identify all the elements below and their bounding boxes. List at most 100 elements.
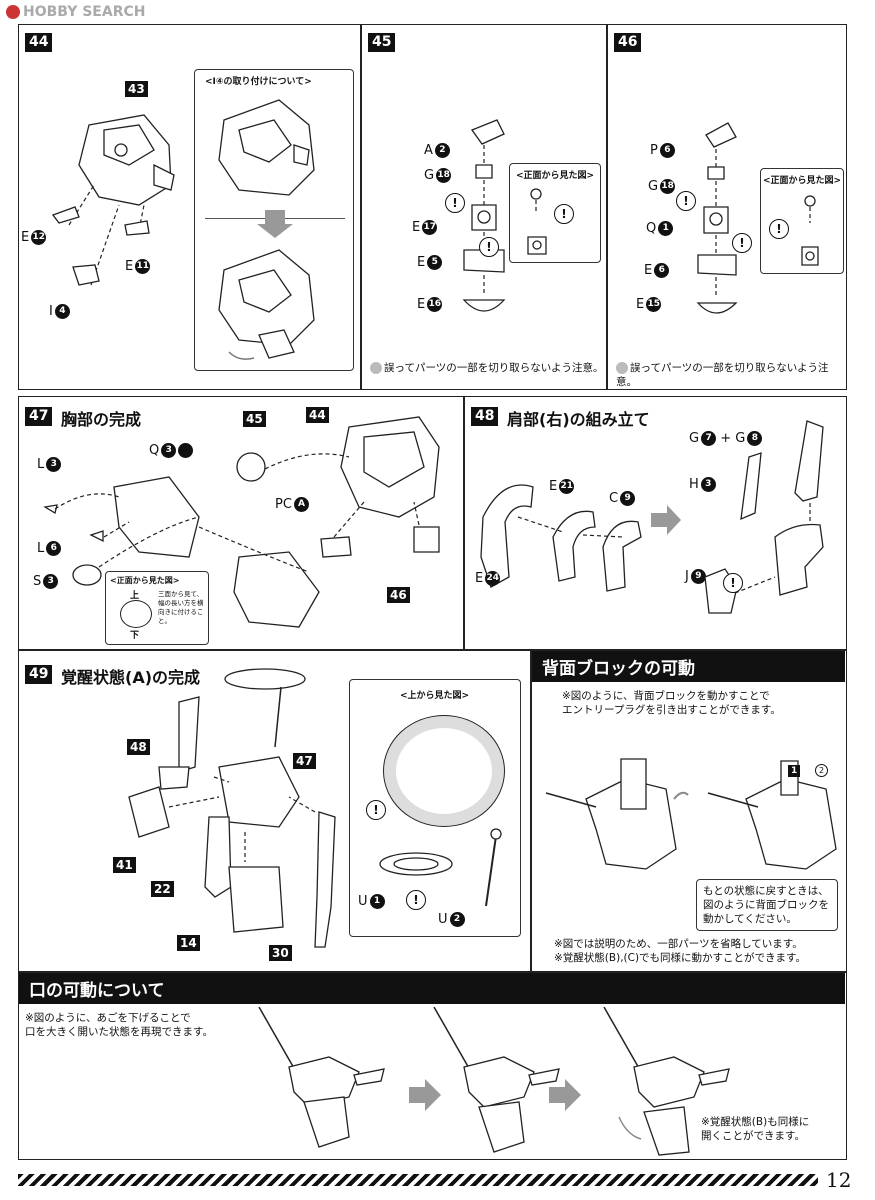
step-49-panel: 49 覚醒状態(A)の完成 48 47 41 22 14 30 <上から見た図>… [18, 650, 531, 972]
step-number: 45 [368, 33, 396, 52]
step-title: 胸部の完成 [61, 410, 142, 429]
step-number: 44 [25, 33, 53, 52]
part-ref-14: 14 [177, 935, 200, 951]
back-block-panel: 背面ブロックの可動 ※図のように、背面ブロックを動かすことで エントリープラグを… [531, 650, 847, 972]
warning-icon: ! [554, 204, 574, 224]
inset-title: <正面から見た図> [516, 171, 595, 181]
step-badge-1: 1 [788, 765, 801, 777]
section-description: ※図のように、あごを下げることで 口を大きく開いた状態を再現できます。 [25, 1012, 213, 1038]
section-banner: 口の可動について [19, 973, 845, 1004]
right-arrow-icon [651, 505, 681, 535]
halo-ring-parts [379, 828, 502, 907]
part-ref-43: 43 [125, 81, 148, 97]
warning-icon: ! [723, 573, 743, 593]
halo-ring-top-view [383, 715, 505, 827]
section-banner: 背面ブロックの可動 [532, 651, 845, 682]
callout-text: もとの状態に戻すときは、 図のように背面ブロックを 動かしてください。 [703, 885, 829, 925]
inset-title: <I④の取り付けについて> [205, 77, 312, 87]
ellipse-shape [120, 600, 152, 628]
step-title: 肩部(右)の組み立て [507, 410, 650, 429]
awakened-mode-assembly-illustration [128, 668, 336, 948]
part-ref-44: 44 [306, 407, 329, 423]
mouth-note: ※覚醒状態(B)も同様に 開くことができます。 [701, 1116, 810, 1142]
warning-icon: ! [769, 219, 789, 239]
down-arrow-icon [257, 210, 293, 238]
shoulder-parts-illustration [480, 484, 642, 592]
front-view-inset: <正面から見た図> 上 下 三面から見て、幅の長い方を横向きに付けること。 [105, 571, 209, 645]
page-number: 12 [826, 1168, 852, 1192]
label-up: 上 [130, 591, 140, 601]
part-ref-41: 41 [113, 857, 136, 873]
footer-hatch-bar [18, 1174, 818, 1186]
inset-title: <正面から見た図> [110, 576, 180, 585]
step-number: 46 [614, 33, 642, 52]
warning-icon: ! [445, 193, 465, 213]
part-ref-45: 45 [243, 411, 266, 427]
shoulder-armor-illustration [704, 420, 824, 614]
arm-joint-stack [696, 122, 738, 314]
section-description: ※図のように、背面ブロックを動かすことで エントリープラグを引き出すことができま… [562, 690, 781, 716]
front-view-inset: <正面から見た図> ! [760, 168, 844, 274]
part-ref-22: 22 [151, 881, 174, 897]
head-part-illustration [78, 114, 175, 206]
caution-note: 誤ってパーツの一部を切り取らないよう注意。 [616, 362, 829, 388]
footnote-2: ※覚醒状態(B),(C)でも同様に動かすことができます。 [554, 952, 807, 964]
back-block-illustration [545, 758, 837, 870]
warning-icon: ! [479, 237, 499, 257]
mouth-panel: 口の可動について ※図のように、あごを下げることで 口を大きく開いた状態を再現で… [18, 972, 847, 1160]
warning-icon: ! [676, 191, 696, 211]
inset-head-after [218, 249, 315, 360]
caution-icon [616, 362, 628, 374]
warning-icon: ! [366, 800, 386, 820]
i4-attach-inset: <I④の取り付けについて> [194, 69, 354, 371]
inset-head-before [218, 99, 315, 196]
mouth-sequence-illustration [258, 1007, 730, 1156]
caution-icon [370, 362, 382, 374]
cut-gate-icon [178, 443, 194, 458]
step-number: 47 [25, 407, 53, 426]
footnote-1: ※図では説明のため、一部パーツを省略しています。 [554, 938, 803, 950]
caution-note: 誤ってパーツの一部を切り取らないよう注意。 [370, 361, 604, 375]
inset-note: 三面から見て、幅の長い方を横向きに付けること。 [158, 590, 204, 625]
step-number: 49 [25, 665, 53, 684]
warning-icon: ! [732, 233, 752, 253]
part-ref-48: 48 [127, 739, 150, 755]
part-ref-30: 30 [269, 945, 292, 961]
step-title: 覚醒状態(A)の完成 [61, 668, 201, 687]
watermark-text: HOBBY SEARCH [23, 4, 146, 20]
part-ref-47: 47 [293, 753, 316, 769]
chest-assembly-illustration [43, 416, 440, 628]
brand-logo-icon [6, 5, 20, 19]
front-view-parts [527, 188, 547, 255]
